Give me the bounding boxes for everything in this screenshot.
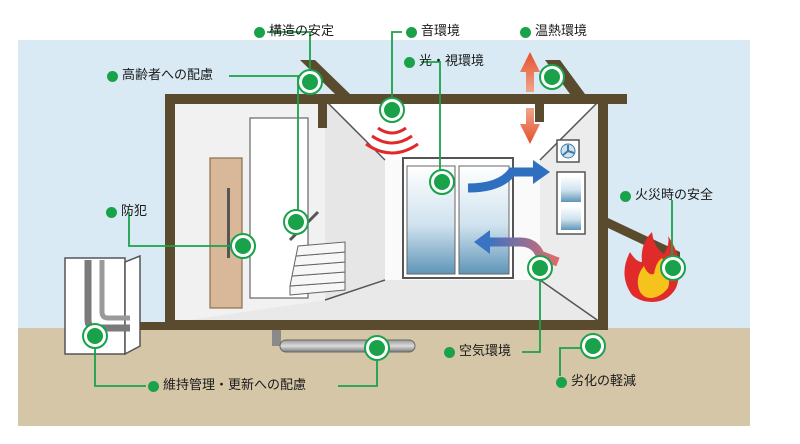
fan-icon xyxy=(556,139,580,163)
front-door xyxy=(209,157,243,309)
label-air-environment: 空気環境 xyxy=(444,344,511,360)
marker-maintenance-storage xyxy=(82,323,108,349)
label-maintenance-update: 維持管理・更新への配慮 xyxy=(148,378,306,394)
green-dot-icon xyxy=(520,26,531,38)
green-dot-icon xyxy=(107,70,118,82)
leader-lines xyxy=(94,31,673,387)
fresh-air-arrow xyxy=(467,167,535,193)
label-elderly-consideration: 高齢者への配慮 xyxy=(107,68,213,84)
foundation-beam xyxy=(140,322,235,330)
marker-fire xyxy=(660,255,686,281)
marker-structure xyxy=(297,69,323,95)
green-dot-icon xyxy=(404,56,415,68)
marker-air xyxy=(527,255,553,281)
label-sound-environment: 音環境 xyxy=(406,24,460,40)
marker-elderly xyxy=(283,209,309,235)
label-fire-safety: 火災時の安全 xyxy=(620,188,713,204)
marker-sound xyxy=(379,97,405,123)
floor xyxy=(175,280,600,322)
marker-maintenance-pipe xyxy=(364,335,390,361)
green-dot-icon xyxy=(254,26,265,38)
green-dot-icon xyxy=(106,206,117,218)
label-thermal-environment: 温熱環境 xyxy=(520,24,587,40)
green-dot-icon xyxy=(556,376,567,388)
green-dot-icon xyxy=(620,190,631,202)
green-dot-icon xyxy=(406,26,417,38)
heat-arrows xyxy=(520,52,540,144)
marker-thermal xyxy=(539,64,565,90)
markers xyxy=(82,64,686,361)
door-handle xyxy=(227,188,230,258)
marker-crime xyxy=(230,233,256,259)
sound-waves xyxy=(365,126,419,155)
label-deterioration-reduction: 劣化の軽減 xyxy=(556,374,636,390)
label-crime-prevention: 防犯 xyxy=(106,204,147,220)
green-dot-icon xyxy=(148,380,159,392)
exhaust-air-arrow xyxy=(488,237,560,267)
green-dot-icon xyxy=(444,346,455,358)
marker-light xyxy=(429,169,455,195)
marker-deterioration xyxy=(580,333,606,359)
label-light-visual-environment: 光・視環境 xyxy=(404,54,484,70)
label-structure-stability: 構造の安定 xyxy=(254,24,334,40)
staircase xyxy=(289,241,346,296)
balcony xyxy=(608,218,680,262)
